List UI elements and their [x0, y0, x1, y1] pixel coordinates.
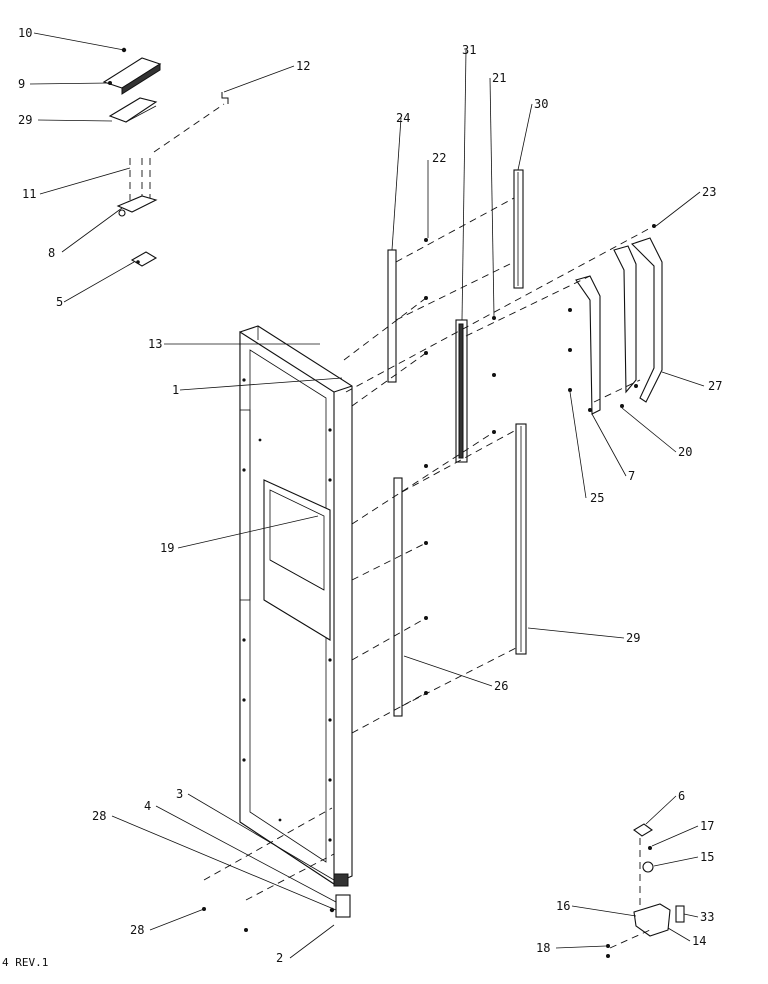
callout-25: 25: [590, 491, 604, 505]
handle-parts: [568, 224, 663, 415]
callout-19: 19: [160, 541, 174, 555]
door-channels: [387, 169, 527, 717]
callout-30: 29: [626, 631, 640, 645]
callout-33: 33: [700, 910, 714, 924]
callout-2: 2: [276, 951, 283, 965]
callout-31: 30: [534, 97, 548, 111]
callout-16: 16: [556, 899, 570, 913]
callout-17: 17: [700, 819, 714, 833]
callout-29: 29: [18, 113, 32, 127]
callout-15: 15: [700, 850, 714, 864]
callout-10: 10: [18, 26, 32, 40]
callout-labels: 10 9 29 12 11 8 5 13 1 19 3 4 28 28 2 24…: [18, 26, 722, 965]
door-panel: [239, 325, 353, 918]
callout-8: 8: [48, 246, 55, 260]
leader-lines: [29, 32, 705, 959]
callout-20: 20: [678, 445, 692, 459]
callout-6: 6: [678, 789, 685, 803]
callout-9: 9: [18, 77, 25, 91]
callout-12: 12: [296, 59, 310, 73]
callout-3: 3: [176, 787, 183, 801]
callout-26: 26: [494, 679, 508, 693]
callout-21: 21: [492, 71, 506, 85]
callout-28-top: 28: [92, 809, 106, 823]
callout-13: 13: [148, 337, 162, 351]
callout-28-bottom: 28: [130, 923, 144, 937]
callout-4: 4: [144, 799, 151, 813]
callout-32: 31: [462, 43, 476, 57]
panel-rivets: [242, 378, 332, 842]
callout-5: 5: [56, 295, 63, 309]
revision-label: 4 REV.1: [2, 956, 48, 969]
callout-18: 18: [536, 941, 550, 955]
callout-23: 23: [702, 185, 716, 199]
top-hinge-assembly: [102, 47, 229, 267]
callout-11: 11: [22, 187, 36, 201]
bottom-hinge-assembly: [202, 823, 685, 958]
callout-24: 24: [396, 111, 410, 125]
callout-1: 1: [172, 383, 179, 397]
callout-27: 27: [708, 379, 722, 393]
callout-22: 22: [432, 151, 446, 165]
alignment-lines: [153, 103, 655, 949]
callout-7: 7: [628, 469, 635, 483]
callout-14: 14: [692, 934, 706, 948]
